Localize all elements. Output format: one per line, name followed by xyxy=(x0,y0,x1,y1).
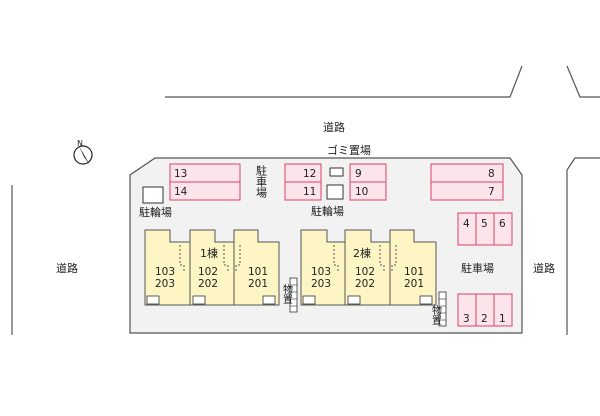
svg-text:203: 203 xyxy=(311,278,331,290)
road-lines xyxy=(11,65,600,335)
bike-left-box xyxy=(142,186,164,204)
building-1-name: 1棟 xyxy=(200,246,218,260)
svg-text:3: 3 xyxy=(463,313,470,325)
garbage-label: ゴミ置場 xyxy=(327,143,371,157)
parking-top-mid-right: 9 10 xyxy=(349,163,387,201)
svg-text:6: 6 xyxy=(499,218,506,230)
svg-text:物置: 物置 xyxy=(430,304,442,325)
svg-text:201: 201 xyxy=(248,278,268,290)
building-2: 2棟 103 203 102 202 101 201 xyxy=(300,229,437,306)
svg-text:13: 13 xyxy=(174,168,187,180)
svg-text:2: 2 xyxy=(481,313,488,325)
svg-text:8: 8 xyxy=(488,168,495,180)
svg-text:202: 202 xyxy=(198,278,218,290)
svg-text:1: 1 xyxy=(499,313,506,325)
svg-text:102: 102 xyxy=(198,266,218,278)
garbage-box xyxy=(329,167,344,177)
svg-text:103: 103 xyxy=(311,266,331,278)
svg-text:物置: 物置 xyxy=(281,283,293,304)
parking-top-right: 8 7 xyxy=(430,163,504,201)
svg-text:101: 101 xyxy=(404,266,424,278)
bike-center-label: 駐輪場 xyxy=(311,204,344,218)
svg-text:202: 202 xyxy=(355,278,375,290)
road-top-label: 道路 xyxy=(323,120,345,134)
road-right-label: 道路 xyxy=(533,261,555,275)
road-left-label: 道路 xyxy=(56,261,78,275)
north-arrow-icon: N xyxy=(73,139,93,165)
svg-text:N: N xyxy=(77,139,83,148)
svg-text:103: 103 xyxy=(155,266,175,278)
svg-text:11: 11 xyxy=(303,186,316,198)
svg-text:14: 14 xyxy=(174,186,188,198)
parking-right-lower: 3 2 1 xyxy=(457,293,513,327)
svg-text:12: 12 xyxy=(303,168,316,180)
svg-text:7: 7 xyxy=(488,186,495,198)
svg-text:4: 4 xyxy=(463,218,470,230)
storage-right: 物置 xyxy=(430,291,447,327)
parking-top-mid: 12 11 xyxy=(284,163,322,201)
building-1: 1棟 103 203 102 202 101 201 xyxy=(144,229,280,306)
svg-text:5: 5 xyxy=(481,218,488,230)
building-2-name: 2棟 xyxy=(353,246,371,260)
storage-left: 物置 xyxy=(281,277,298,313)
svg-text:203: 203 xyxy=(155,278,175,290)
svg-text:201: 201 xyxy=(404,278,424,290)
bike-left-label: 駐輪場 xyxy=(139,205,172,219)
parking-center-label: 駐車場 xyxy=(255,164,268,199)
parking-top-left: 13 14 xyxy=(169,163,241,201)
bike-center-box xyxy=(326,184,344,200)
svg-text:10: 10 xyxy=(355,186,368,198)
parking-right-label: 駐車場 xyxy=(461,261,494,275)
svg-text:102: 102 xyxy=(355,266,375,278)
svg-text:9: 9 xyxy=(355,168,362,180)
parking-right-upper: 4 5 6 xyxy=(457,212,513,246)
svg-text:101: 101 xyxy=(248,266,268,278)
